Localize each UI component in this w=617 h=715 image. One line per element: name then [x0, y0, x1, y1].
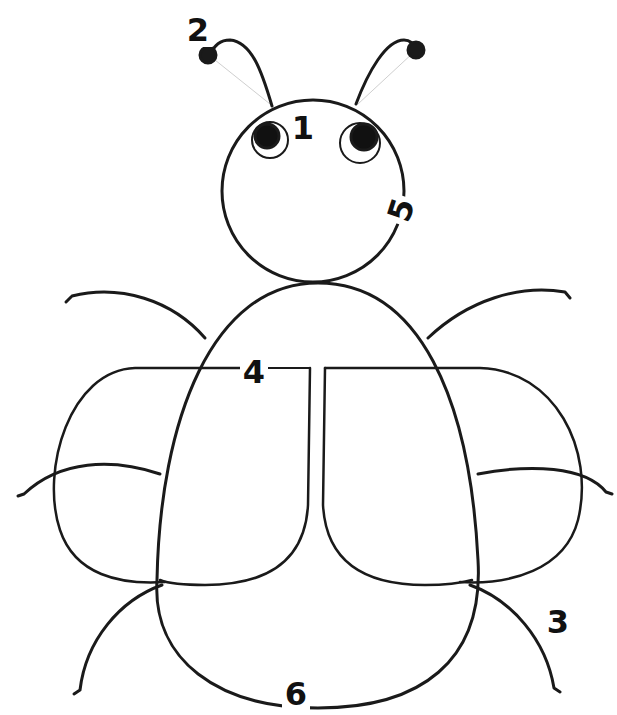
callout-number: 2 [184, 13, 212, 47]
callout-number: 4 [240, 355, 268, 389]
callout-number: 3 [544, 605, 572, 639]
callout-number: 1 [289, 111, 317, 145]
callout-number: 6 [282, 677, 310, 711]
